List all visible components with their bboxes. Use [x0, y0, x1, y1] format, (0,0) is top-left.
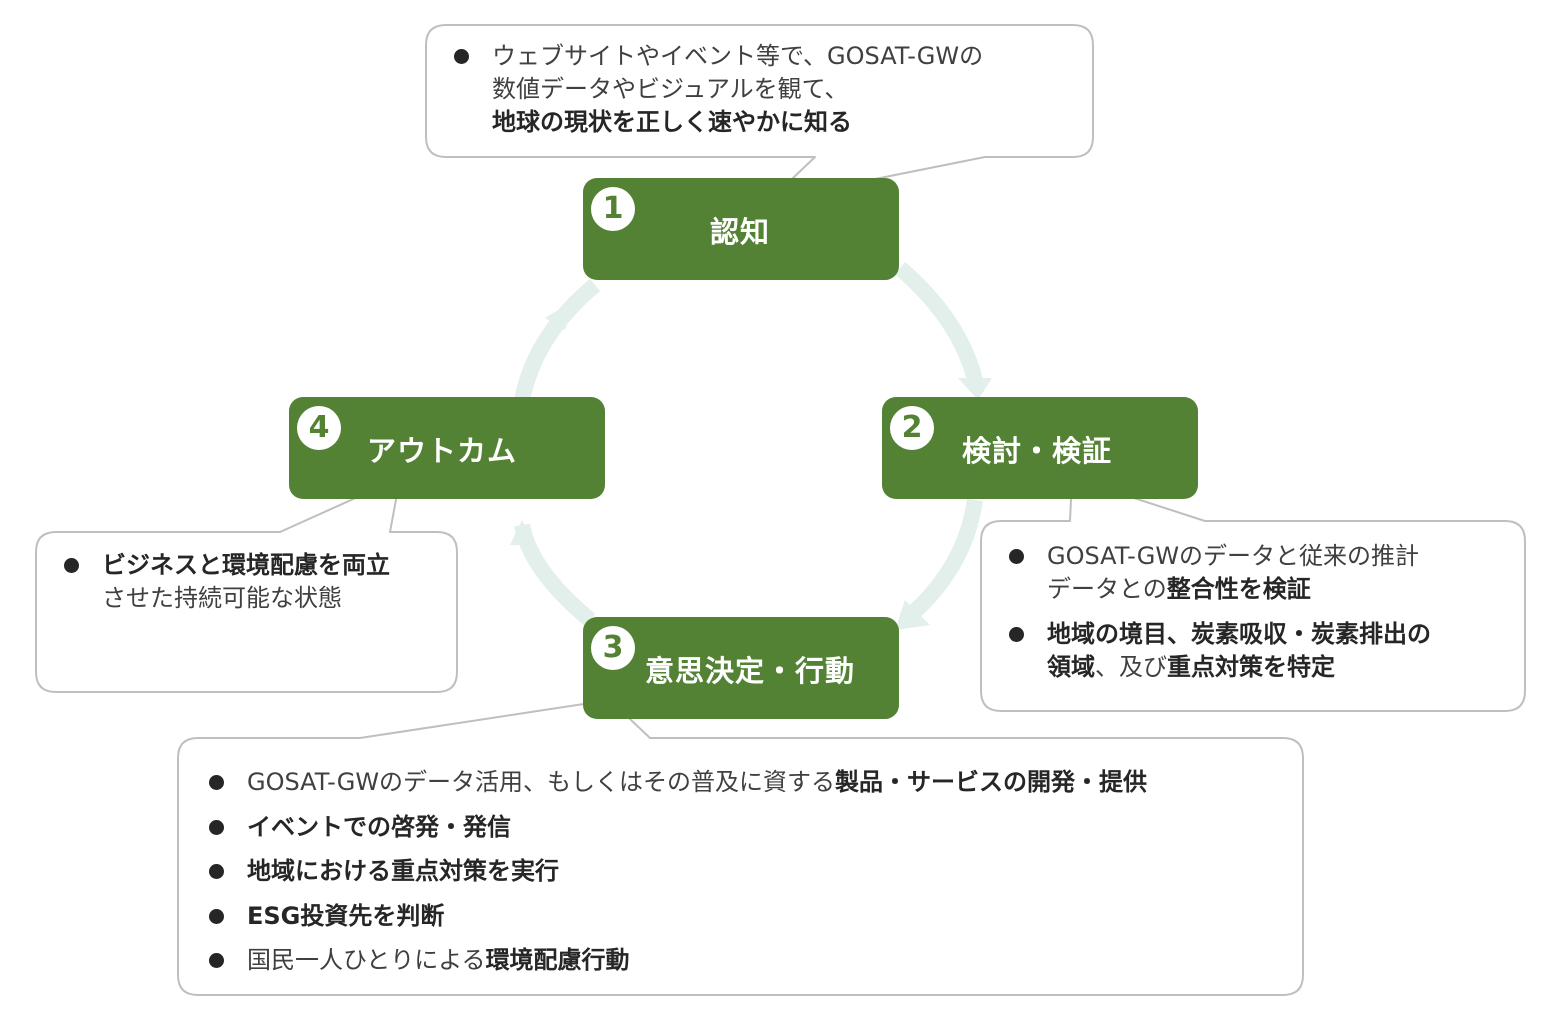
cycle-arrows	[514, 261, 983, 627]
callout-awareness-list: ウェブサイトやイベント等で、GOSAT-GWの 数値データやビジュアルを観て、 …	[448, 40, 1088, 139]
stage-verification: 2 検討・検証	[882, 397, 1198, 499]
bullet-icon	[209, 864, 224, 879]
callout-verification-list: GOSAT-GWのデータと従来の推計 データとの整合性を検証 地域の境目、炭素吸…	[1003, 540, 1513, 684]
stage-title: 認知	[710, 215, 771, 249]
arrowhead-1	[958, 378, 992, 400]
arrow-outcome-to-awareness	[514, 278, 601, 402]
stage-outcome: 4 アウトカム	[289, 397, 605, 499]
stage-title: 意思決定・行動	[645, 654, 856, 688]
cycle-arrowheads	[510, 300, 992, 630]
list-item: GOSAT-GWのデータ活用、もしくはその普及に資する製品・サービスの開発・提供	[203, 760, 1293, 805]
bullet-icon	[209, 819, 224, 835]
callout-outcome-bubble	[35, 477, 458, 693]
bullet-icon	[1009, 549, 1024, 564]
list-item: GOSAT-GWのデータと従来の推計 データとの整合性を検証	[1003, 540, 1513, 606]
arrowhead-4	[545, 300, 575, 330]
stage-title: アウトカム	[367, 434, 518, 468]
arrow-decision-to-outcome	[514, 523, 596, 627]
bullet-icon	[1009, 627, 1024, 642]
bullet-icon	[209, 953, 224, 968]
callout-decision-list: GOSAT-GWのデータ活用、もしくはその普及に資する製品・サービスの開発・提供…	[203, 760, 1293, 983]
stage-awareness: 1 認知	[583, 178, 899, 280]
list-item: ビジネスと環境配慮を両立 させた持続可能な状態	[58, 549, 448, 615]
stage-number-badge: 3	[591, 626, 635, 670]
callout-verification-bubble	[980, 477, 1526, 712]
callout-outcome-list: ビジネスと環境配慮を両立 させた持続可能な状態	[58, 549, 448, 615]
list-item: イベントでの啓発・発信	[203, 805, 1293, 850]
arrowhead-2	[895, 600, 930, 630]
stage-number-badge: 4	[297, 406, 341, 450]
bullet-icon	[209, 908, 224, 924]
arrowhead-3	[510, 520, 535, 545]
callout-decision-bubble	[177, 699, 1304, 996]
stage-number-badge: 2	[890, 406, 934, 450]
list-item: ウェブサイトやイベント等で、GOSAT-GWの 数値データやビジュアルを観て、 …	[448, 40, 1088, 139]
stage-number-badge: 1	[591, 187, 635, 231]
bullet-icon	[209, 775, 224, 790]
list-item: ESG投資先を判断	[203, 894, 1293, 939]
arrow-verification-to-decision	[899, 498, 983, 627]
bullet-icon	[64, 558, 79, 573]
stage-title: 検討・検証	[962, 434, 1113, 468]
list-item: 地域における重点対策を実行	[203, 849, 1293, 894]
arrow-awareness-to-verification	[894, 261, 983, 383]
list-item: 国民一人ひとりによる環境配慮行動	[203, 938, 1293, 983]
list-item: 地域の境目、炭素吸収・炭素排出の 領域、及び重点対策を特定	[1003, 618, 1513, 684]
bullet-icon	[454, 49, 469, 64]
stage-decision: 3 意思決定・行動	[583, 617, 899, 719]
